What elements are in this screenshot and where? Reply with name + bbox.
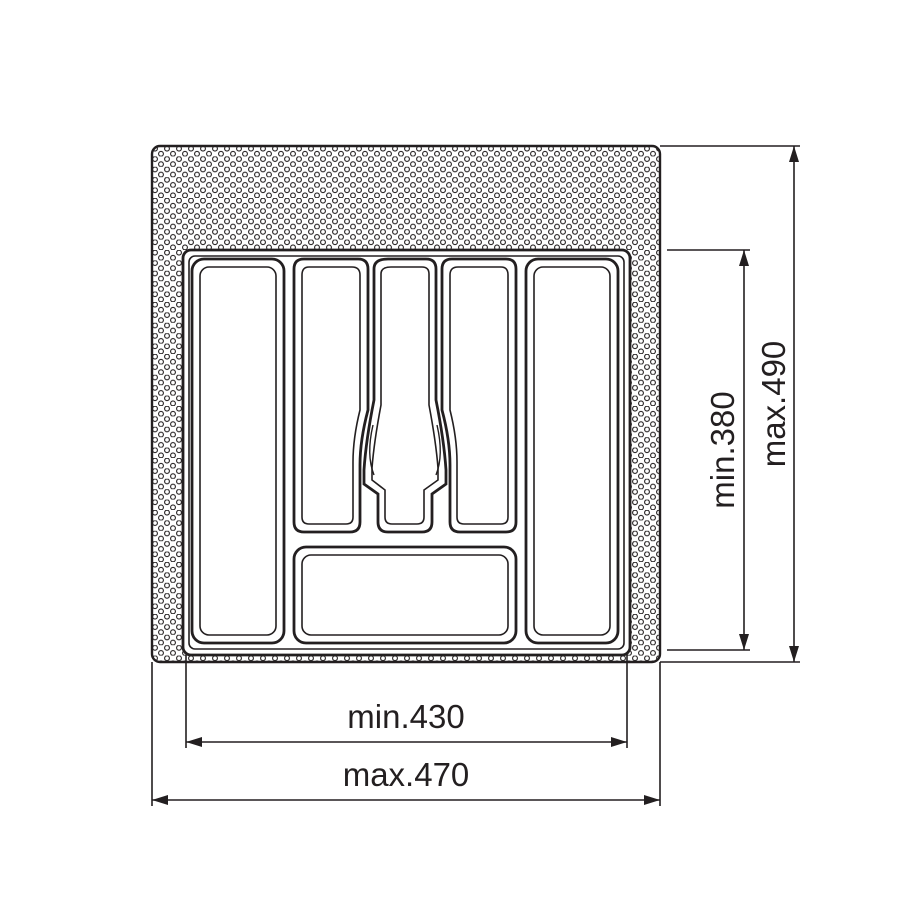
min-depth-label: min.380	[704, 391, 741, 508]
arrowhead	[152, 795, 168, 805]
compartment-bottom	[292, 545, 518, 645]
arrowhead	[186, 737, 202, 747]
arrowhead	[611, 737, 627, 747]
dimension-lines	[151, 145, 800, 806]
max-width-label: max.470	[343, 756, 470, 793]
compartment-right	[524, 257, 620, 645]
min-width-label: min.430	[347, 698, 464, 735]
compartment-inner-left	[292, 257, 370, 534]
compartment-inner-right	[440, 257, 518, 534]
cutlery-tray	[181, 248, 632, 657]
max-depth-label: max.490	[755, 341, 792, 468]
compartment-center	[362, 257, 448, 534]
tray-inner-frame	[188, 255, 625, 650]
arrowhead	[789, 646, 799, 662]
arrowhead	[739, 634, 749, 650]
tray-outer-frame	[181, 248, 632, 657]
arrowhead	[739, 250, 749, 266]
arrowhead	[644, 795, 660, 805]
compartment-left	[190, 257, 286, 645]
arrowhead	[789, 146, 799, 162]
